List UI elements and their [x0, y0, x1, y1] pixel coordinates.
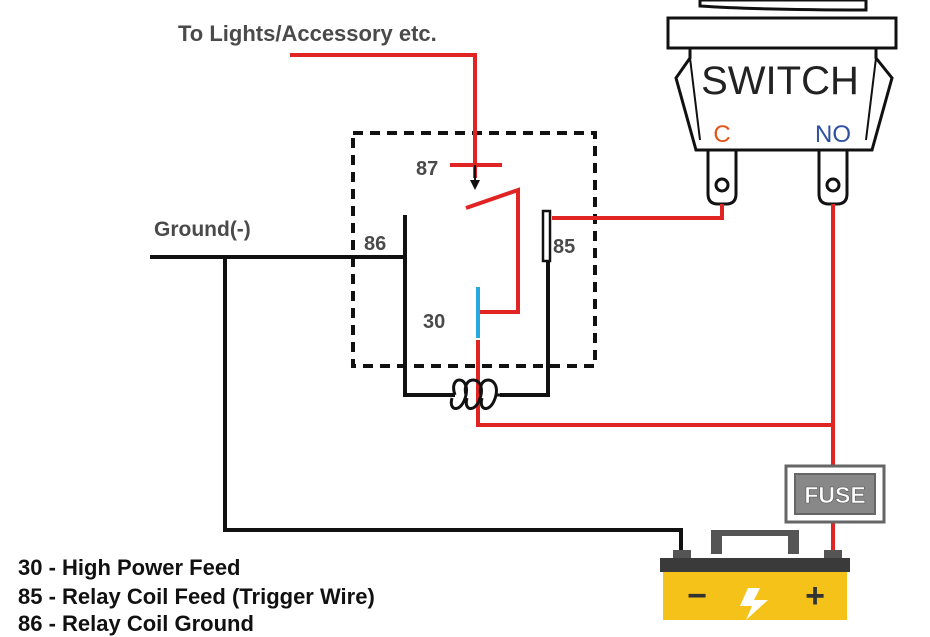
battery: − +	[660, 530, 850, 620]
wire-30-feed	[476, 340, 833, 427]
wire-85-to-switch-c	[552, 204, 724, 220]
switch-terminal-c-label: C	[713, 121, 730, 148]
wires	[150, 53, 835, 556]
wire-ground-to-battery	[223, 257, 683, 556]
legend-item-30: 30 - High Power Feed	[18, 555, 241, 580]
switch-body	[674, 46, 894, 152]
relay-arrow-head	[470, 180, 480, 190]
pin-85-label: 85	[553, 236, 575, 258]
switch-terminal-no-label: NO	[815, 121, 851, 148]
switch-terminal-c	[706, 148, 738, 206]
relay-coil-wire-85	[500, 262, 550, 397]
relay-switch-arm	[465, 187, 520, 314]
switch-top-plate	[666, 16, 898, 50]
battery-minus: −	[687, 577, 707, 615]
lightning-icon	[740, 588, 768, 620]
ground-label: Ground(-)	[154, 218, 251, 241]
lights-label: To Lights/Accessory etc.	[178, 21, 437, 46]
pin-86-label: 86	[364, 233, 386, 255]
battery-plus: +	[805, 577, 825, 615]
switch-terminal-no	[817, 148, 849, 206]
pin-30-label: 30	[423, 311, 445, 333]
fuse-label: FUSE	[804, 482, 865, 508]
switch: SWITCH C NO	[666, 0, 898, 206]
relay-contact-85	[541, 209, 552, 263]
switch-title: SWITCH	[701, 59, 859, 103]
legend-item-85: 85 - Relay Coil Feed (Trigger Wire)	[18, 584, 375, 609]
legend-item-86: 86 - Relay Coil Ground	[18, 611, 254, 636]
wire-lights	[290, 53, 477, 178]
relay-coil	[449, 378, 500, 410]
relay-coil-wire-86	[403, 262, 455, 397]
fuse: FUSE	[784, 464, 886, 524]
switch-rocker	[698, 0, 868, 12]
pin-87-label: 87	[416, 158, 438, 180]
